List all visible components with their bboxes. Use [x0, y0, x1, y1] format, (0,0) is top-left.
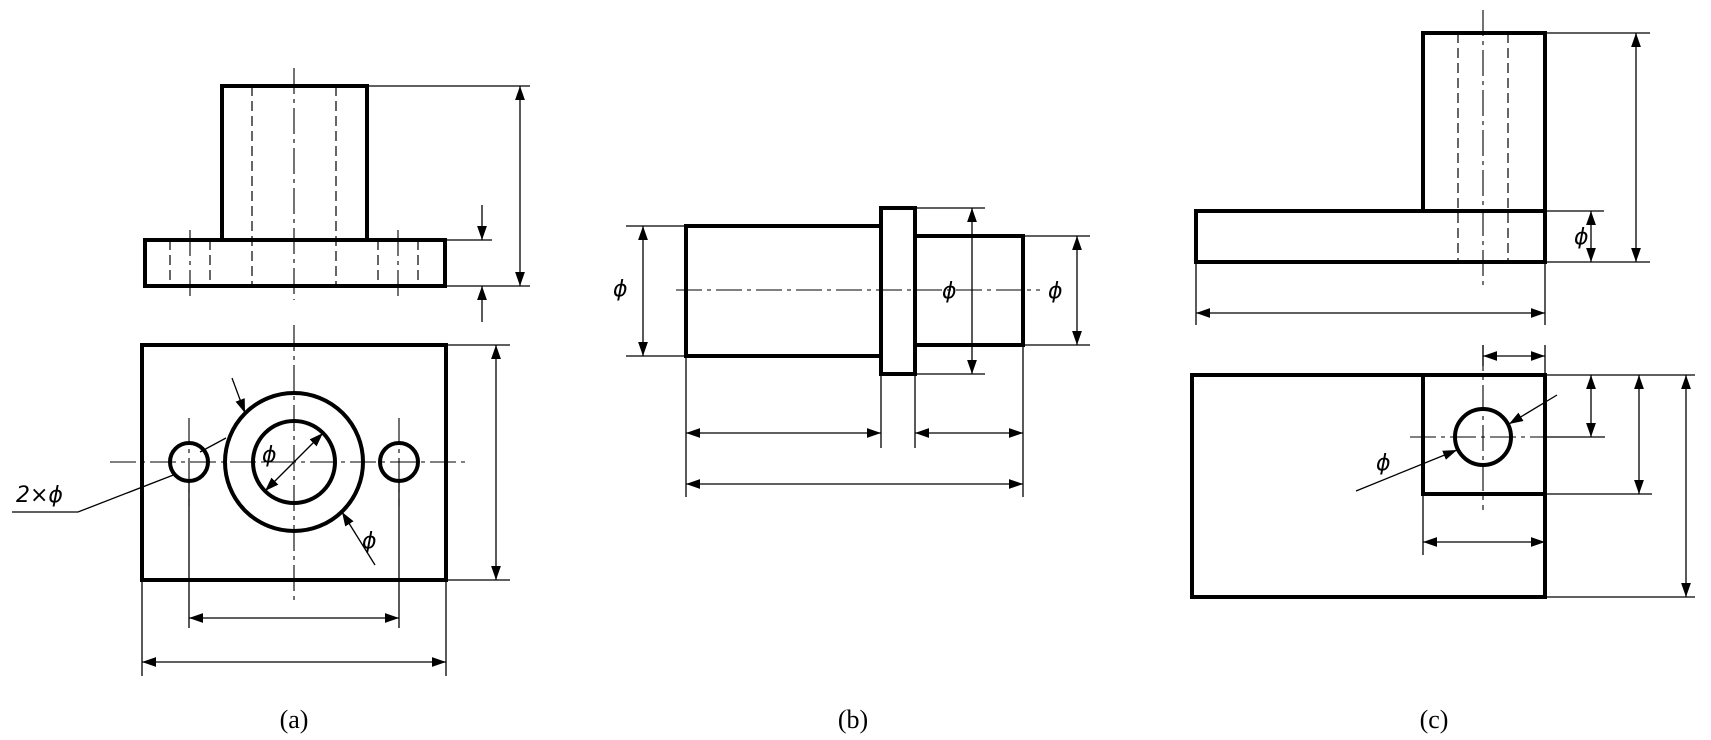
- hole-callout-leader: [12, 473, 177, 513]
- left-diameter-symbol: ϕ: [613, 277, 628, 302]
- flange-outline: [143, 238, 447, 288]
- figure-c-top-view: [1190, 345, 1695, 599]
- figure-a-top-view: [12, 325, 510, 676]
- figure-b: ϕ ϕ ϕ (b): [613, 206, 1090, 734]
- figure-a: 2×ϕ ϕ ϕ (a): [12, 68, 530, 734]
- figure-c-front-view: [1194, 10, 1650, 325]
- base-outline: [1190, 373, 1547, 599]
- outer-diameter-symbol: ϕ: [362, 529, 377, 554]
- upright-outline: [1421, 31, 1547, 213]
- figure-a-caption: (a): [280, 705, 309, 734]
- upright-outline: [1421, 375, 1545, 496]
- figure-a-front-view: [143, 68, 530, 322]
- figure-b-caption: (b): [838, 705, 868, 734]
- inner-diameter-symbol: ϕ: [262, 443, 277, 468]
- left-cylinder-outline: [684, 224, 883, 358]
- hole-diameter-symbol: ϕ: [1376, 451, 1391, 476]
- hole-callout-label: 2×ϕ: [16, 483, 63, 508]
- right-diameter-symbol: ϕ: [1048, 279, 1063, 304]
- base-thickness-symbol: ϕ: [1574, 225, 1589, 250]
- outer-diameter-leader: [231, 377, 246, 414]
- hole-diameter-leader: [1508, 394, 1558, 425]
- base-outline: [1194, 209, 1547, 264]
- collar-diameter-symbol: ϕ: [942, 279, 957, 304]
- figure-c-caption: (c): [1420, 705, 1449, 734]
- inner-diameter-dimension-line: [264, 432, 324, 492]
- collar-outline: [879, 206, 917, 376]
- bore-circle: [251, 419, 337, 505]
- boss-outer-circle: [223, 391, 365, 533]
- outer-diameter-leader: [341, 511, 376, 566]
- hole-leader-extension: [199, 437, 227, 453]
- hole-diameter-leader: [1355, 449, 1458, 492]
- figure-c: ϕ ϕ (c): [1190, 10, 1695, 734]
